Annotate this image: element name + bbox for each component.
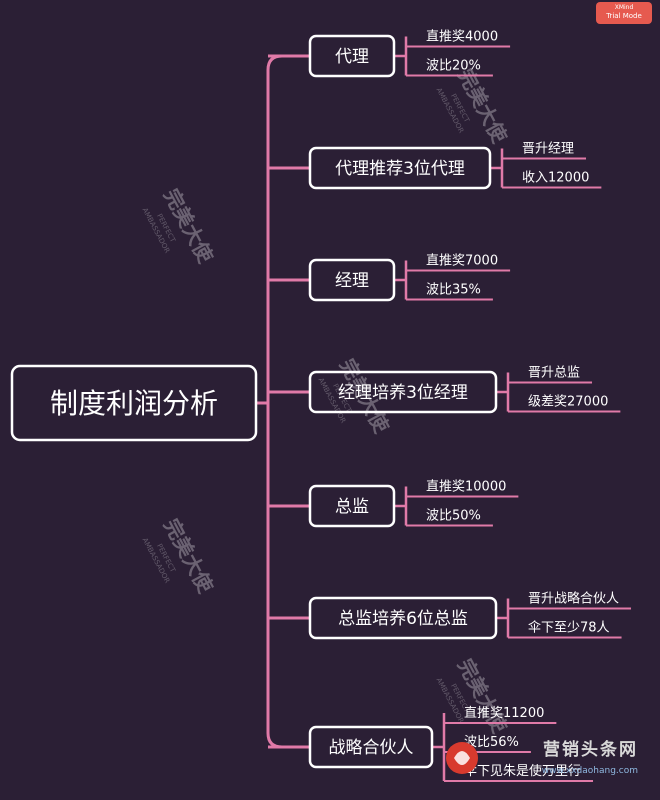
spine-line <box>266 54 283 749</box>
branch-node-label: 经理 <box>335 271 369 291</box>
leaf-label: 波比20% <box>426 59 481 74</box>
branch-node-box <box>308 596 498 640</box>
leaf-label: 晋升经理 <box>522 142 574 157</box>
badge-mode-label: Trial Mode <box>606 12 642 20</box>
branch-node-box <box>308 146 492 190</box>
branch-node-box <box>308 34 396 78</box>
leaf-label: 级差奖27000 <box>528 395 608 410</box>
branch-node-label: 战略合伙人 <box>329 738 414 758</box>
leaf-label: 晋升总监 <box>528 366 580 381</box>
leaf-label: 直推奖4000 <box>426 30 498 45</box>
leaf-label: 直推奖11200 <box>464 706 544 721</box>
trial-mode-badge: XMind Trial Mode <box>596 2 652 24</box>
leaf-label: 伞下至少78人 <box>528 620 610 636</box>
site-title: 营销头条网 <box>543 740 638 760</box>
leaf-label: 波比35% <box>426 283 481 298</box>
leaf-label: 直推奖10000 <box>426 480 506 495</box>
branch-node-box <box>308 370 498 414</box>
leaf-label: 晋升战略合伙人 <box>528 591 619 607</box>
branch-node-label: 经理培养3位经理 <box>338 383 468 403</box>
branch-node-label: 代理推荐3位代理 <box>335 159 465 179</box>
badge-app-name: XMind <box>614 4 634 11</box>
branch-node-box <box>308 258 396 302</box>
leaf-label: 波比56% <box>464 735 519 750</box>
leaf-label: 伞下见朱是使万里行 <box>464 763 581 779</box>
root-node-box <box>10 364 258 442</box>
leaf-label: 波比50% <box>426 509 481 524</box>
branch-node-box <box>308 484 396 528</box>
branch-node-label: 代理 <box>335 47 369 67</box>
root-node-label: 制度利润分析 <box>50 387 218 420</box>
site-url: www.xxdaohang.com <box>541 766 638 776</box>
site-logo-icon <box>446 742 478 774</box>
branch-node-box <box>308 725 434 769</box>
branch-node-label: 总监 <box>335 497 369 517</box>
leaf-label: 直推奖7000 <box>426 254 498 269</box>
branch-node-label: 总监培养6位总监 <box>338 609 468 629</box>
leaf-label: 收入12000 <box>522 171 589 186</box>
